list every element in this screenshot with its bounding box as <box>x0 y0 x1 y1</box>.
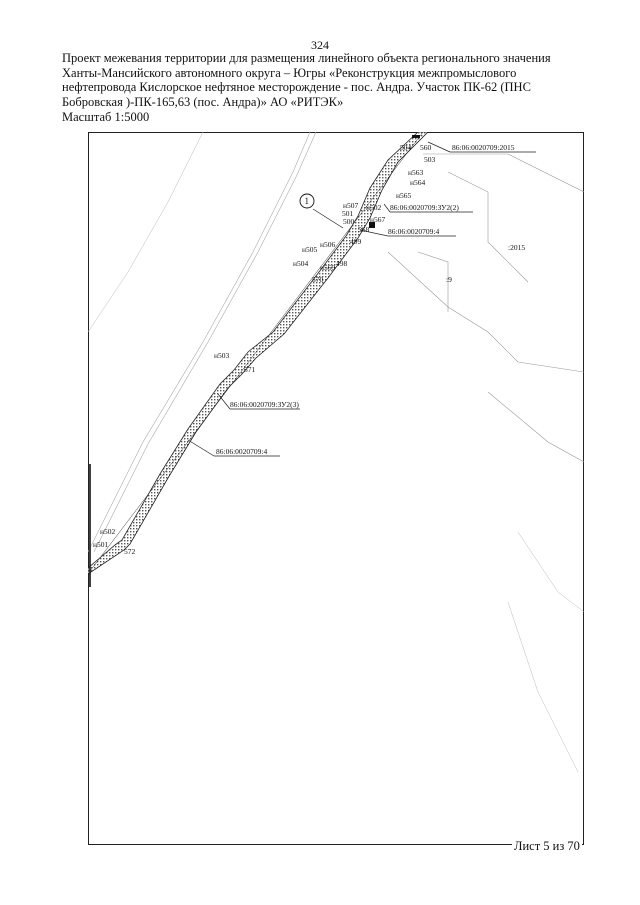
point-label: н505 <box>302 245 318 254</box>
point-label: 570 <box>312 275 324 284</box>
point-label: н507 <box>343 201 359 210</box>
parcel-label: 86:06:0020709:ЗУ2(3) <box>230 400 299 409</box>
parcel-label: 86:06:0020709:ЗУ2(2) <box>390 203 459 212</box>
parcel-label: :9 <box>446 275 452 284</box>
point-label: н504 <box>293 259 309 268</box>
parcel-label: 86:06:0020709:2015 <box>452 143 515 152</box>
sheet-number: Лист 5 из 70 <box>512 839 582 854</box>
point-label: 572 <box>124 547 136 556</box>
parcel-boundary-line <box>487 391 584 463</box>
pipeline-corridor <box>88 132 429 575</box>
point-label: 501 <box>342 209 354 218</box>
point-label: 499 <box>350 237 362 246</box>
leader-line <box>217 393 231 410</box>
leader-line <box>187 439 215 457</box>
point-label: н502 <box>366 203 382 212</box>
survey-point-marker <box>412 135 420 138</box>
point-label: 568 <box>358 225 370 234</box>
point-label: н563 <box>408 168 424 177</box>
parcel-boundary-line <box>447 171 529 283</box>
parcel-label: 86:06:0020709:4 <box>388 227 440 236</box>
point-label: н503 <box>214 351 230 360</box>
point-label: н567 <box>370 215 386 224</box>
cadastral-map: 1 86:06:0020709:2015 86:06:0020709:ЗУ2(2… <box>88 132 584 773</box>
title-line: Бобровская )-ПК-165,63 (пос. Андра)» АО … <box>62 94 344 109</box>
leader-line <box>312 208 344 229</box>
page-number: 324 <box>311 38 329 52</box>
callout-number: 1 <box>305 196 310 206</box>
point-label: н565 <box>396 191 412 200</box>
river-bank-line <box>88 132 311 553</box>
parcel-boundary-line <box>507 601 579 773</box>
point-label: 500 <box>343 217 355 226</box>
leader-line <box>427 141 451 153</box>
parcel-boundary-line <box>517 531 584 613</box>
point-label: 571 <box>244 365 256 374</box>
point-label: 498 <box>336 259 348 268</box>
river-bank-line <box>88 132 204 333</box>
callout-circle <box>299 193 315 209</box>
document-title: Проект межевания территории для размещен… <box>62 51 602 109</box>
map-frame <box>88 132 584 845</box>
river-bank-line <box>93 132 317 553</box>
point-label: 503 <box>424 155 436 164</box>
point-label: н506 <box>320 240 336 249</box>
title-line: Проект межевания территории для размещен… <box>62 51 551 65</box>
parcel-label: 86:06:0020709:4 <box>216 447 268 456</box>
point-label: н502 <box>100 527 116 536</box>
title-line: нефтепровода Кислорское нефтяное месторо… <box>62 80 531 95</box>
point-label: 560 <box>420 143 432 152</box>
parcel-boundary-line <box>387 251 584 373</box>
point-label: н569 <box>320 263 336 272</box>
survey-point-marker <box>369 222 375 228</box>
point-label: н564 <box>410 178 426 187</box>
parcel-boundary-line <box>423 153 584 193</box>
map-scale: Масштаб 1:5000 <box>62 110 150 124</box>
parcel-boundary-line <box>417 251 449 312</box>
point-label: 504 <box>400 143 412 152</box>
pipeline-centerline <box>89 132 424 572</box>
parcel-label: :2015 <box>508 243 525 252</box>
title-line: Ханты-Мансийского автономного округа – Ю… <box>62 65 517 80</box>
leader-line <box>359 229 389 237</box>
point-label: н501 <box>93 540 109 549</box>
leader-line <box>383 203 391 213</box>
